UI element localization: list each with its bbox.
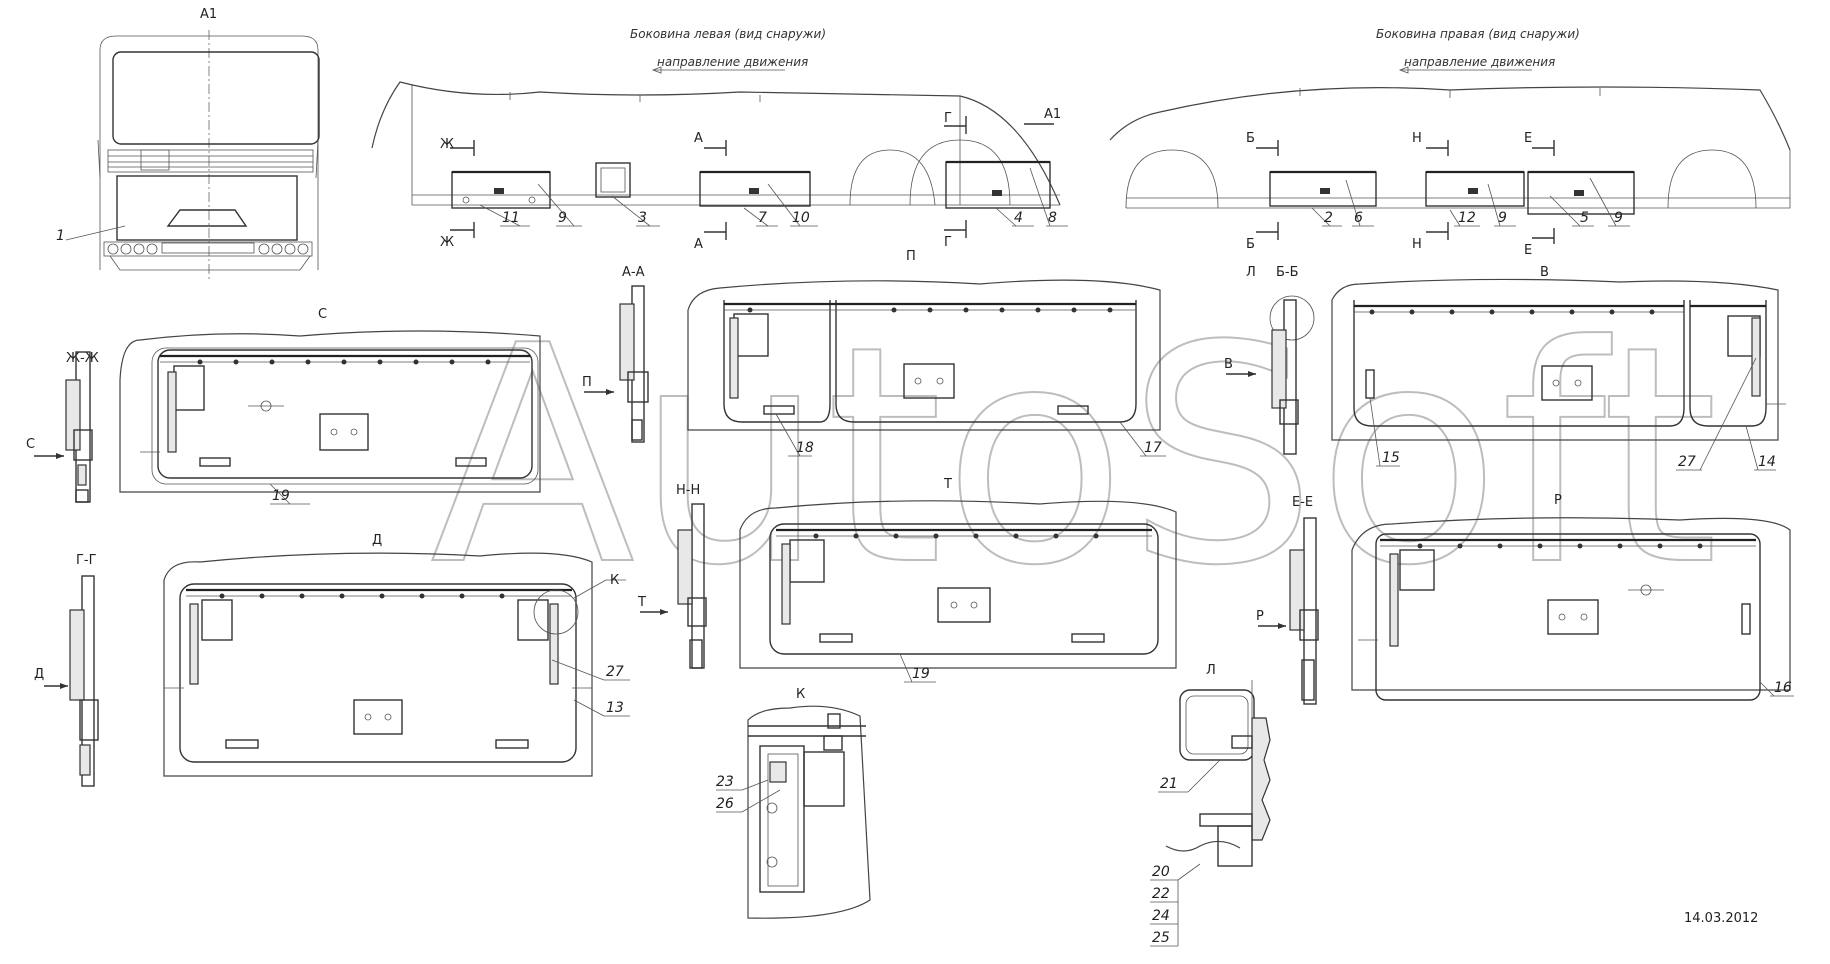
section-mark-a-top: А: [694, 131, 703, 146]
callout-9c: 9: [1614, 210, 1623, 226]
section-mark-b-top: Б: [1246, 131, 1255, 146]
callout-15: 15: [1382, 450, 1400, 466]
view-title-l: Л: [1246, 265, 1256, 280]
section-mark-e-bottom: Е: [1524, 243, 1532, 258]
view-c-compartment: С 19: [119, 307, 541, 505]
section-a-a: А-А П: [582, 265, 649, 443]
section-g-g: Г-Г Д: [34, 553, 99, 787]
section-n-n: Н-Н Т: [637, 483, 707, 669]
right-side-title: Боковина правая (вид снаружи): [1376, 27, 1580, 41]
label-k: К: [610, 573, 619, 588]
callout-26: 26: [716, 796, 734, 812]
callout-27a: 27: [1678, 454, 1696, 470]
section-mark-zh-top: Ж: [440, 137, 454, 152]
left-side-title: Боковина левая (вид снаружи): [630, 27, 826, 41]
view-title-r: Р: [1554, 493, 1562, 508]
view-title-v: В: [1540, 265, 1549, 280]
section-mark-zh-bottom: Ж: [440, 235, 454, 250]
callout-14: 14: [1758, 454, 1776, 470]
view-title-a-a: А-А: [622, 265, 645, 280]
callout-18: 18: [796, 440, 814, 456]
arrow-a1-label: А1: [1044, 107, 1061, 122]
detail-title-k: К: [796, 687, 805, 702]
view-title-p: П: [906, 249, 916, 264]
callout-10: 10: [792, 210, 810, 226]
section-mark-e-top: Е: [1524, 131, 1532, 146]
detail-k: К 23 26: [716, 687, 871, 919]
callout-17: 17: [1144, 440, 1162, 456]
view-title-b-b: Б-Б: [1276, 265, 1299, 280]
arrow-v: В: [1224, 357, 1233, 372]
callout-19a: 19: [272, 488, 290, 504]
arrow-r: Р: [1256, 609, 1264, 624]
view-r-compartment: Р 16: [1351, 493, 1794, 701]
detail-title-l: Л: [1206, 663, 1216, 678]
callout-12: 12: [1458, 210, 1476, 226]
view-title-g-g: Г-Г: [76, 553, 97, 568]
callout-3: 3: [638, 210, 647, 226]
callout-20: 20: [1152, 864, 1170, 880]
view-title-zh-zh: Ж-Ж: [66, 351, 99, 366]
callout-11: 11: [502, 210, 520, 226]
section-mark-g-top: Г: [944, 111, 952, 126]
view-title-t: Т: [943, 477, 952, 492]
section-mark-n-bottom: Н: [1412, 237, 1422, 252]
callout-24: 24: [1152, 908, 1170, 924]
callout-25: 25: [1152, 930, 1170, 946]
arrow-p: П: [582, 375, 592, 390]
callout-6: 6: [1354, 210, 1363, 226]
callout-23: 23: [716, 774, 734, 790]
view-t-compartment: Т 19: [739, 477, 1177, 683]
callout-27b: 27: [606, 664, 624, 680]
view-title-e-e: Е-Е: [1292, 495, 1313, 510]
view-v-compartment: В 15 27 14: [1331, 265, 1786, 471]
arrow-t: Т: [637, 595, 646, 610]
left-direction: направление движения: [657, 55, 808, 69]
left-sidewall: Боковина левая (вид снаружи) направление…: [371, 27, 1068, 252]
section-mark-a-bottom: А: [694, 237, 703, 252]
front-view-a1: А1 1: [56, 7, 320, 282]
callout-7: 7: [758, 210, 767, 226]
callout-16: 16: [1774, 680, 1792, 696]
callout-1: 1: [56, 228, 65, 244]
drawing-date: 14.03.2012: [1684, 911, 1758, 926]
section-mark-b-bottom: Б: [1246, 237, 1255, 252]
view-d-compartment: Д К 27 13: [163, 533, 630, 777]
view-title-c: С: [318, 307, 327, 322]
callout-5: 5: [1580, 210, 1589, 226]
view-p-compartment: П 18 17: [687, 249, 1166, 457]
view-title-n-n: Н-Н: [676, 483, 700, 498]
callout-19b: 19: [912, 666, 930, 682]
section-b-b: Л Б-Б В: [1224, 265, 1315, 455]
callout-13: 13: [606, 700, 624, 716]
section-zh-zh: Ж-Ж С: [26, 351, 99, 503]
right-direction: направление движения: [1404, 55, 1555, 69]
callout-9a: 9: [558, 210, 567, 226]
view-title-d: Д: [372, 533, 382, 548]
right-sidewall: Боковина правая (вид снаружи) направлени…: [1109, 27, 1791, 258]
section-mark-g-bottom: Г: [944, 235, 952, 250]
arrow-c: С: [26, 437, 35, 452]
callout-9b: 9: [1498, 210, 1507, 226]
callout-2: 2: [1324, 210, 1333, 226]
section-e-e: Е-Е Р: [1256, 495, 1319, 705]
view-title-a1: А1: [200, 7, 217, 22]
arrow-d: Д: [34, 667, 44, 682]
callout-8: 8: [1048, 210, 1057, 226]
callout-4: 4: [1014, 210, 1023, 226]
callout-22: 22: [1152, 886, 1170, 902]
detail-l: Л 21 20 22 24 25: [1150, 663, 1271, 947]
callout-21: 21: [1160, 776, 1178, 792]
section-mark-n-top: Н: [1412, 131, 1422, 146]
